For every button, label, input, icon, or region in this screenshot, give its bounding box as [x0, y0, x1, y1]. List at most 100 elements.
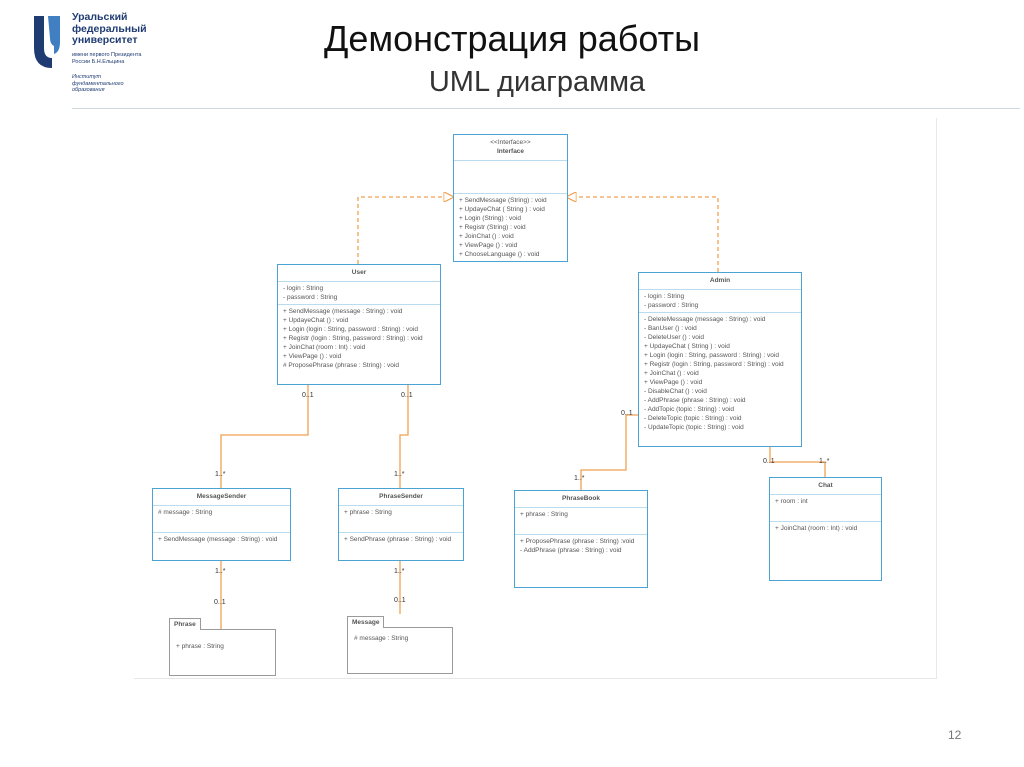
operation: - AddPhrase (phrase : String) : void [520, 547, 622, 554]
slide-title: Демонстрация работы [323, 18, 701, 59]
multiplicity-label: 0..1 [401, 392, 413, 399]
operation: + Registr (login : String, password : St… [283, 335, 423, 342]
multiplicity-label: 1..* [215, 568, 226, 575]
operations-section: + SendPhrase (phrase : String) : void [339, 533, 463, 546]
class-interface: <<Interface>> Interface + SendMessage (S… [453, 134, 568, 262]
attributes-section [454, 161, 567, 194]
attributes-section: # message : String [153, 506, 290, 533]
multiplicity-label: 0..1 [394, 597, 406, 604]
class-message-sender: MessageSender # message : String + SendM… [152, 488, 291, 561]
class-header: User [278, 265, 440, 282]
operation: + Registr (login : String, password : St… [644, 361, 784, 368]
class-name: User [351, 269, 367, 276]
multiplicity-label: 0..1 [214, 599, 226, 606]
operation: + ProposePhrase (phrase : String) :void [520, 538, 635, 545]
operations-section: + ProposePhrase (phrase : String) :void … [515, 535, 647, 557]
operations-section: + JoinChat (room : Int) : void [770, 522, 881, 535]
operation: - DeleteMessage (message : String) : voi… [644, 316, 766, 323]
note-message: Message # message : String [347, 616, 453, 674]
admin-realization-connector [567, 197, 719, 272]
class-header: PhraseBook [515, 491, 647, 508]
multiplicity-label: 0..1 [763, 458, 775, 465]
class-name: Admin [709, 277, 731, 284]
operations-section: + SendMessage (message : String) : void [153, 533, 290, 546]
institute-name: Институт фундаментального образования [72, 74, 124, 93]
class-header: Admin [639, 273, 801, 290]
university-name: Уральский федеральный университет [72, 11, 147, 46]
class-phrase-sender: PhraseSender + phrase : String + SendPhr… [338, 488, 464, 561]
university-logo: Уральский федеральный университет имени … [30, 11, 160, 102]
user-realization-connector [357, 197, 453, 264]
operation: + JoinChat (room : Int) : void [775, 525, 858, 532]
note-attribute: # message : String [354, 635, 409, 642]
user-messagesender-association [220, 385, 309, 488]
multiplicity-label: 0..1 [621, 410, 633, 417]
operation: + SendMessage (String) : void [459, 197, 547, 204]
note-attribute: + phrase : String [176, 643, 224, 650]
class-name: MessageSender [196, 493, 247, 500]
admin-phrasebook-association [580, 414, 638, 490]
slide-subtitle: UML диаграмма [428, 66, 646, 98]
attribute: - login : String [283, 285, 324, 292]
operation: - DeleteUser () : void [644, 334, 704, 341]
operation: + Login (login : String, password : Stri… [644, 352, 779, 359]
operation: - UpdateTopic (topic : String) : void [644, 424, 744, 431]
attribute: + phrase : String [520, 511, 568, 518]
attribute: # message : String [158, 509, 213, 516]
multiplicity-label: 0..1 [302, 392, 314, 399]
attribute: + phrase : String [344, 509, 392, 516]
class-name: PhraseBook [562, 495, 600, 502]
page-number: 12 [948, 728, 962, 742]
university-subtitle: имени первого Президента России Б.Н.Ельц… [72, 52, 142, 65]
operation: + ChooseLanguage () : void [459, 251, 540, 258]
operation: + JoinChat (room : Int) : void [283, 344, 366, 351]
operations-section: - DeleteMessage (message : String) : voi… [639, 313, 801, 434]
attributes-section: - login : String - password : String [278, 282, 440, 305]
operation: + Login (login : String, password : Stri… [283, 326, 418, 333]
ural-university-emblem-icon [34, 16, 60, 68]
class-name: PhraseSender [379, 493, 423, 500]
multiplicity-label: 1..* [394, 471, 405, 478]
user-phrasesender-association [399, 385, 409, 488]
operation: + UpdayeChat () : void [283, 317, 349, 324]
attributes-section: + room : int [770, 495, 881, 522]
class-header: <<Interface>> Interface [454, 135, 567, 161]
operation: - AddTopic (topic : String) : void [644, 406, 734, 413]
operation: + SendPhrase (phrase : String) : void [344, 536, 452, 543]
operation: + UpdayeChat ( String ) : void [459, 206, 545, 213]
operations-section: + SendMessage (String) : void + UpdayeCh… [454, 194, 567, 261]
operation: + JoinChat () : void [459, 233, 514, 240]
operations-section: + SendMessage (message : String) : void … [278, 305, 440, 372]
attributes-section: - login : String - password : String [639, 290, 801, 313]
stereotype-label: <<Interface>> [490, 139, 531, 146]
operation: - BanUser () : void [644, 325, 697, 332]
operation: + JoinChat () : void [644, 370, 699, 377]
note-tab: Message [347, 616, 385, 628]
header-divider [72, 108, 1020, 109]
operation: - DeleteTopic (topic : String) : void [644, 415, 742, 422]
attribute: + room : int [775, 498, 808, 505]
operation: # ProposePhrase (phrase : String) : void [283, 362, 399, 369]
class-chat: Chat + room : int + JoinChat (room : Int… [769, 477, 882, 581]
note-phrase: Phrase + phrase : String [169, 618, 276, 676]
operation: + Registr (String) : void [459, 224, 526, 231]
note-tab: Phrase [169, 618, 201, 630]
operation: + ViewPage () : void [459, 242, 518, 249]
class-phrase-book: PhraseBook + phrase : String + ProposePh… [514, 490, 648, 588]
multiplicity-label: 1..* [819, 458, 830, 465]
operation: - AddPhrase (phrase : String) : void [644, 397, 746, 404]
class-header: PhraseSender [339, 489, 463, 506]
multiplicity-label: 1..* [215, 471, 226, 478]
class-name: Interface [496, 148, 525, 155]
operation: + SendMessage (message : String) : void [158, 536, 278, 543]
operation: + ViewPage () : void [644, 379, 703, 386]
operation: - DisableChat () : void [644, 388, 707, 395]
class-name: Chat [818, 482, 833, 489]
class-header: MessageSender [153, 489, 290, 506]
operation: + Login (String) : void [459, 215, 521, 222]
operation: + SendMessage (message : String) : void [283, 308, 403, 315]
admin-chat-association [769, 447, 826, 477]
attribute: - password : String [283, 294, 338, 301]
attributes-section: + phrase : String [339, 506, 463, 533]
